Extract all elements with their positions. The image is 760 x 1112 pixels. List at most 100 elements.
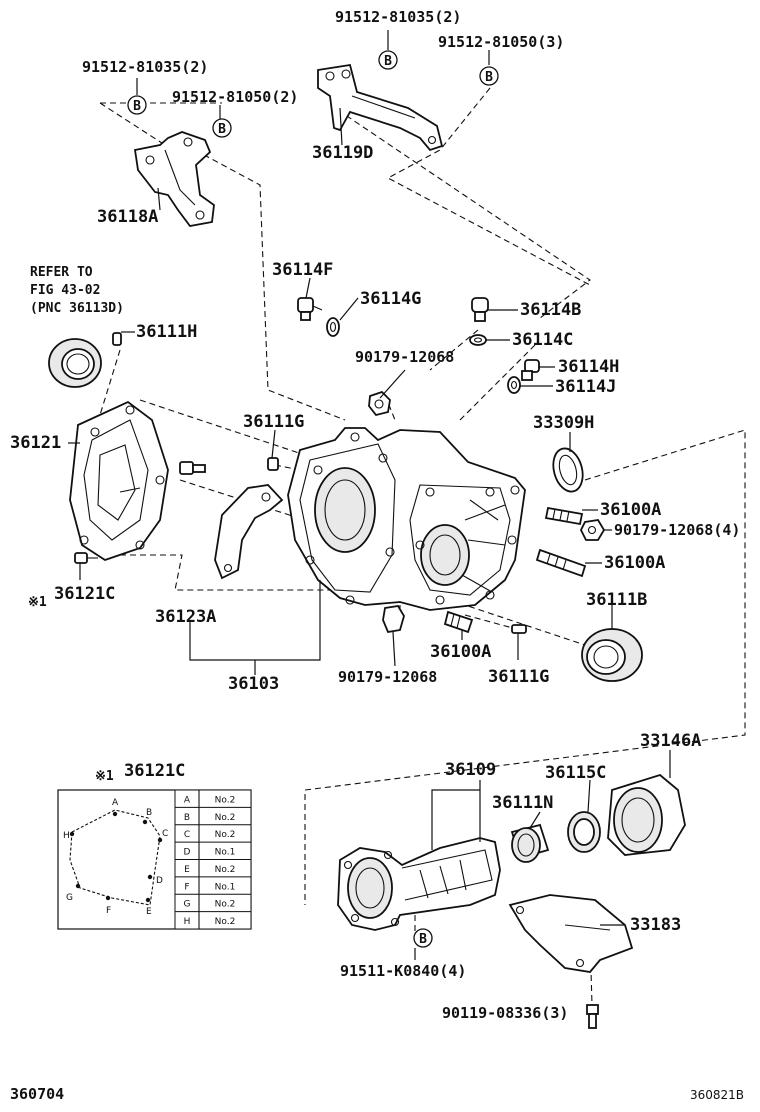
- svg-text:B: B: [384, 54, 392, 69]
- bolt-table-position: D: [184, 848, 191, 858]
- label-36100A-1: 36100A: [600, 500, 661, 520]
- label-36111B: 36111B: [586, 590, 647, 610]
- oil-seal-36111B[interactable]: [581, 628, 643, 682]
- gasket-36114C[interactable]: [469, 334, 487, 346]
- cover-36121[interactable]: [69, 400, 169, 561]
- bubble-b-1: B: [378, 50, 398, 70]
- transfer-case-36103[interactable]: [287, 427, 526, 611]
- label-36111H: 36111H: [136, 322, 197, 342]
- label-36111G-top: 36111G: [243, 412, 304, 432]
- gasket-36114G[interactable]: [326, 317, 340, 337]
- bolt-table-position: A: [184, 795, 191, 805]
- nut-90179-12068-4[interactable]: [579, 519, 606, 541]
- pin-36111G-top[interactable]: [267, 457, 279, 471]
- svg-text:B: B: [218, 122, 226, 137]
- pin-36111G-bottom[interactable]: [511, 624, 527, 634]
- label-36114F: 36114F: [272, 260, 333, 280]
- svg-text:D: D: [156, 876, 163, 886]
- bubble-b-3: B: [127, 95, 147, 115]
- bracket-36119D[interactable]: [317, 63, 444, 152]
- label-91512-81050-left: 91512-81050(2): [172, 88, 298, 106]
- label-36109: 36109: [445, 760, 496, 780]
- part-number-labels: 91512-81035(2) 91512-81050(3) 91512-8103…: [10, 8, 744, 1103]
- label-36123A: 36123A: [155, 607, 216, 627]
- stud-36100A-2[interactable]: [535, 548, 587, 578]
- dust-deflector-33146A[interactable]: [607, 773, 686, 856]
- svg-text:E: E: [146, 907, 152, 917]
- extension-housing-36109[interactable]: [337, 837, 501, 931]
- bracket-36123A[interactable]: [214, 484, 284, 580]
- oil-seal-36115C[interactable]: [567, 811, 601, 853]
- bracket-33183[interactable]: [508, 894, 634, 973]
- svg-text:G: G: [66, 893, 73, 903]
- bolt-table-position: G: [184, 900, 191, 910]
- label-36114C: 36114C: [512, 330, 573, 350]
- nut-90179-12068-bottom[interactable]: [382, 605, 405, 634]
- bolt-table-bolt-type: No.2: [215, 830, 236, 840]
- label-36100A-3: 36100A: [430, 642, 491, 662]
- label-36119D: 36119D: [312, 143, 373, 163]
- bolt-table-position: B: [184, 813, 190, 823]
- oil-seal-36113D[interactable]: [48, 338, 102, 388]
- label-33146A: 33146A: [640, 731, 701, 751]
- leader-lines: [68, 30, 671, 960]
- label-90179-12068-top: 90179-12068: [355, 348, 454, 366]
- label-91512-81035-top: 91512-81035(2): [335, 8, 461, 26]
- label-36114J: 36114J: [555, 377, 616, 397]
- label-36111G-bottom: 36111G: [488, 667, 549, 687]
- label-33309H: 33309H: [533, 413, 594, 433]
- inset-mark: ※1: [95, 769, 114, 784]
- gasket-33309H[interactable]: [549, 445, 587, 495]
- label-33183: 33183: [630, 915, 681, 935]
- label-36114H: 36114H: [558, 357, 619, 377]
- label-36100A-2: 36100A: [604, 553, 665, 573]
- diagram-number-right: 360821B: [690, 1088, 744, 1102]
- nut-90179-12068-top[interactable]: [368, 390, 391, 417]
- gasket-36114J[interactable]: [507, 376, 521, 394]
- label-90179-12068-bottom: 90179-12068: [338, 668, 437, 686]
- label-refer-line3: (PNC 36113D): [30, 301, 124, 316]
- label-36118A: 36118A: [97, 207, 158, 227]
- label-36121: 36121: [10, 433, 61, 453]
- stud-36100A-1[interactable]: [544, 506, 584, 526]
- bubble-b-2: B: [479, 66, 499, 86]
- label-36121C: 36121C: [54, 584, 115, 604]
- svg-text:H: H: [63, 831, 70, 841]
- bolt-callout-bubbles: B B B B B: [127, 50, 499, 948]
- bracket-36118A[interactable]: [133, 131, 215, 227]
- svg-text:B: B: [419, 932, 427, 947]
- bolt-table-position: H: [184, 917, 191, 927]
- bolt-90119-08336[interactable]: [586, 1004, 599, 1029]
- bolt-table-bolt-type: No.2: [215, 813, 236, 823]
- label-36111N: 36111N: [492, 793, 553, 813]
- plug-36111H[interactable]: [112, 331, 135, 346]
- bolt-table-position: C: [184, 830, 190, 840]
- label-91512-81035-left: 91512-81035(2): [82, 58, 208, 76]
- label-36115C: 36115C: [545, 763, 606, 783]
- bolt-table-bolt-type: No.1: [215, 848, 236, 858]
- bushing-36111N[interactable]: [510, 823, 550, 863]
- inset-title: 36121C: [124, 761, 185, 781]
- label-91512-81050-top: 91512-81050(3): [438, 33, 564, 51]
- stud-36100A-3[interactable]: [443, 610, 474, 634]
- bolt-cover-side[interactable]: [179, 461, 206, 475]
- bolt-table-bolt-type: No.1: [215, 882, 236, 892]
- svg-text:B: B: [485, 70, 493, 85]
- label-90119-08336: 90119-08336(3): [442, 1004, 568, 1022]
- plug-36114H[interactable]: [521, 359, 540, 381]
- plug-36114F[interactable]: [297, 297, 323, 321]
- label-90179-12068-4: 90179-12068(4): [614, 521, 740, 539]
- bolt-table-bolt-type: No.2: [215, 917, 236, 927]
- label-mark-1: ※1: [28, 595, 47, 610]
- inset-bolt-points: [69, 811, 163, 903]
- svg-text:B: B: [133, 99, 141, 114]
- bolt-table-bolt-type: No.2: [215, 865, 236, 875]
- plug-36114B[interactable]: [471, 297, 489, 322]
- bolt-36121C[interactable]: [74, 552, 98, 564]
- svg-text:C: C: [162, 829, 168, 839]
- diagram-number-left: 360704: [10, 1085, 64, 1103]
